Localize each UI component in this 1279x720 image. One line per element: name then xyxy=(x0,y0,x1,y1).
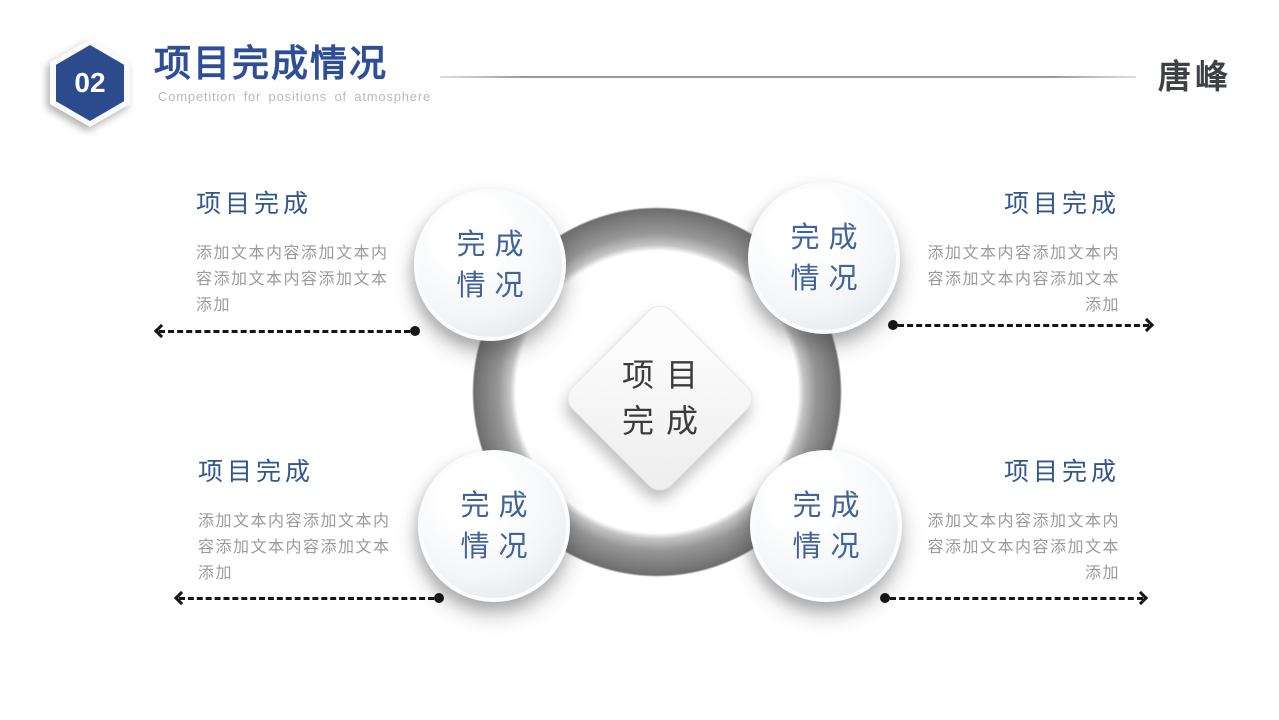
block-body-line: 添加 xyxy=(196,295,232,314)
block-body-line: 容添加文本内容添加文本 xyxy=(927,269,1120,288)
block-body-line: 容添加文本内容添加文本 xyxy=(196,269,389,288)
block-body-line: 添加文本内容添加文本内 xyxy=(927,243,1120,262)
block-body-line: 添加 xyxy=(1084,295,1120,314)
block-body-line: 添加文本内容添加文本内 xyxy=(927,511,1120,530)
arrow-origin-dot xyxy=(888,320,898,330)
dashed-line xyxy=(179,596,434,600)
dashed-line xyxy=(890,596,1143,600)
node-circle-bottom-left: 完成 情况 xyxy=(418,450,570,602)
block-heading: 项目完成 xyxy=(1003,457,1120,486)
block-body-line: 添加文本内容添加文本内 xyxy=(198,511,391,530)
node-circle-top-right: 完成 情况 xyxy=(748,182,900,334)
center-label-line2: 完成 xyxy=(621,402,710,440)
center-diamond-label: 项目 完成 xyxy=(575,328,745,468)
author-name: 唐峰 xyxy=(1158,58,1232,95)
node-label-line2: 情况 xyxy=(456,268,533,302)
title-group: 项目完成情况 Competition for positions of atmo… xyxy=(154,43,431,104)
arrow-top-left xyxy=(153,323,420,339)
dashed-line xyxy=(159,329,410,333)
block-body-line: 添加 xyxy=(198,563,234,582)
block-heading: 项目完成 xyxy=(198,457,315,486)
node-label-line2: 情况 xyxy=(460,529,537,563)
block-body-line: 添加 xyxy=(1084,563,1120,582)
text-block-top-left: 项目完成 添加文本内容添加文本内 容添加文本内容添加文本 添加 xyxy=(196,184,398,318)
block-body-line: 添加文本内容添加文本内 xyxy=(196,243,389,262)
node-label-line1: 完成 xyxy=(790,220,867,255)
arrow-top-right xyxy=(888,317,1155,333)
arrow-bottom-left xyxy=(173,590,444,606)
text-block-bottom-right: 项目完成 添加文本内容添加文本内 容添加文本内容添加文本 添加 xyxy=(918,452,1120,586)
page-title: 项目完成情况 xyxy=(154,43,388,84)
node-circle-top-left: 完成 情况 xyxy=(414,189,566,341)
section-number: 02 xyxy=(74,67,106,98)
block-heading: 项目完成 xyxy=(1003,189,1120,218)
block-body-line: 容添加文本内容添加文本 xyxy=(927,537,1120,556)
node-label-line2: 情况 xyxy=(792,529,869,563)
block-body-line: 容添加文本内容添加文本 xyxy=(198,537,391,556)
arrow-bottom-right xyxy=(880,590,1149,606)
arrowhead-left-icon xyxy=(173,590,189,606)
node-label-line2: 情况 xyxy=(790,261,867,295)
arrowhead-right-icon xyxy=(1133,590,1149,606)
node-label-line1: 完成 xyxy=(460,488,537,523)
dashed-line xyxy=(898,323,1149,327)
header-divider xyxy=(440,76,1136,78)
node-circle-bottom-right: 完成 情况 xyxy=(750,450,902,602)
section-badge: 02 xyxy=(50,39,130,127)
page-subtitle: Competition for positions of atmosphere xyxy=(158,88,431,104)
hexagon-icon: 02 xyxy=(56,45,124,121)
hexagon-outline: 02 xyxy=(50,39,130,127)
block-heading: 项目完成 xyxy=(196,189,313,218)
text-block-top-right: 项目完成 添加文本内容添加文本内 容添加文本内容添加文本 添加 xyxy=(918,184,1120,318)
arrowhead-left-icon xyxy=(153,323,169,339)
arrow-origin-dot xyxy=(410,326,420,336)
text-block-bottom-left: 项目完成 添加文本内容添加文本内 容添加文本内容添加文本 添加 xyxy=(198,452,400,586)
arrow-origin-dot xyxy=(434,593,444,603)
node-label-line1: 完成 xyxy=(456,227,533,262)
node-label-line1: 完成 xyxy=(792,488,869,523)
arrow-origin-dot xyxy=(880,593,890,603)
arrowhead-right-icon xyxy=(1139,317,1155,333)
center-label-line1: 项目 xyxy=(621,355,710,394)
